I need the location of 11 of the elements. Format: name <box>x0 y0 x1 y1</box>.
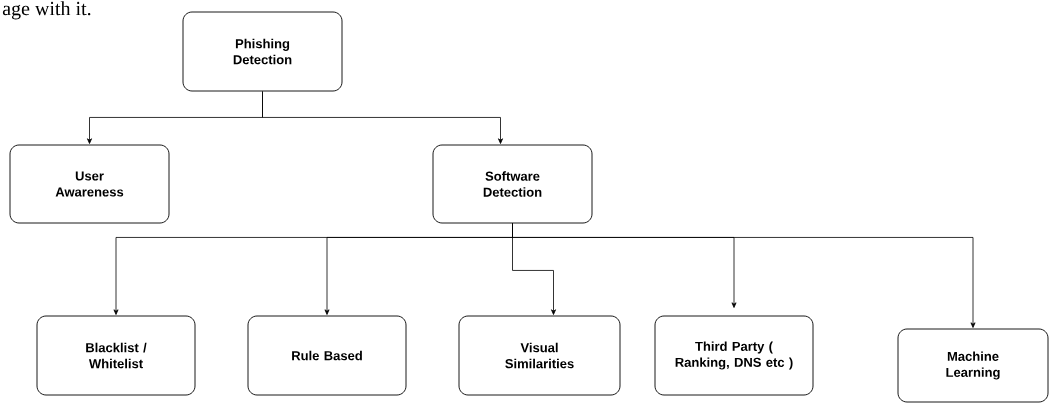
process-box: Visual Similarities <box>458 315 621 396</box>
process-box: Rule Based <box>247 315 407 396</box>
arrow <box>512 223 976 328</box>
process-box: Third Party ( Ranking, DNS etc ) <box>654 315 814 396</box>
process-box: Machine Learning <box>897 328 1049 403</box>
page-text: age with it. <box>2 1 91 20</box>
process-box: Blacklist / Whitelist <box>36 315 196 396</box>
process-box: User Awareness <box>9 144 170 224</box>
process-box: Software Detection <box>432 144 593 224</box>
arrow <box>262 91 503 144</box>
process-box: Phishing Detection <box>182 11 343 92</box>
